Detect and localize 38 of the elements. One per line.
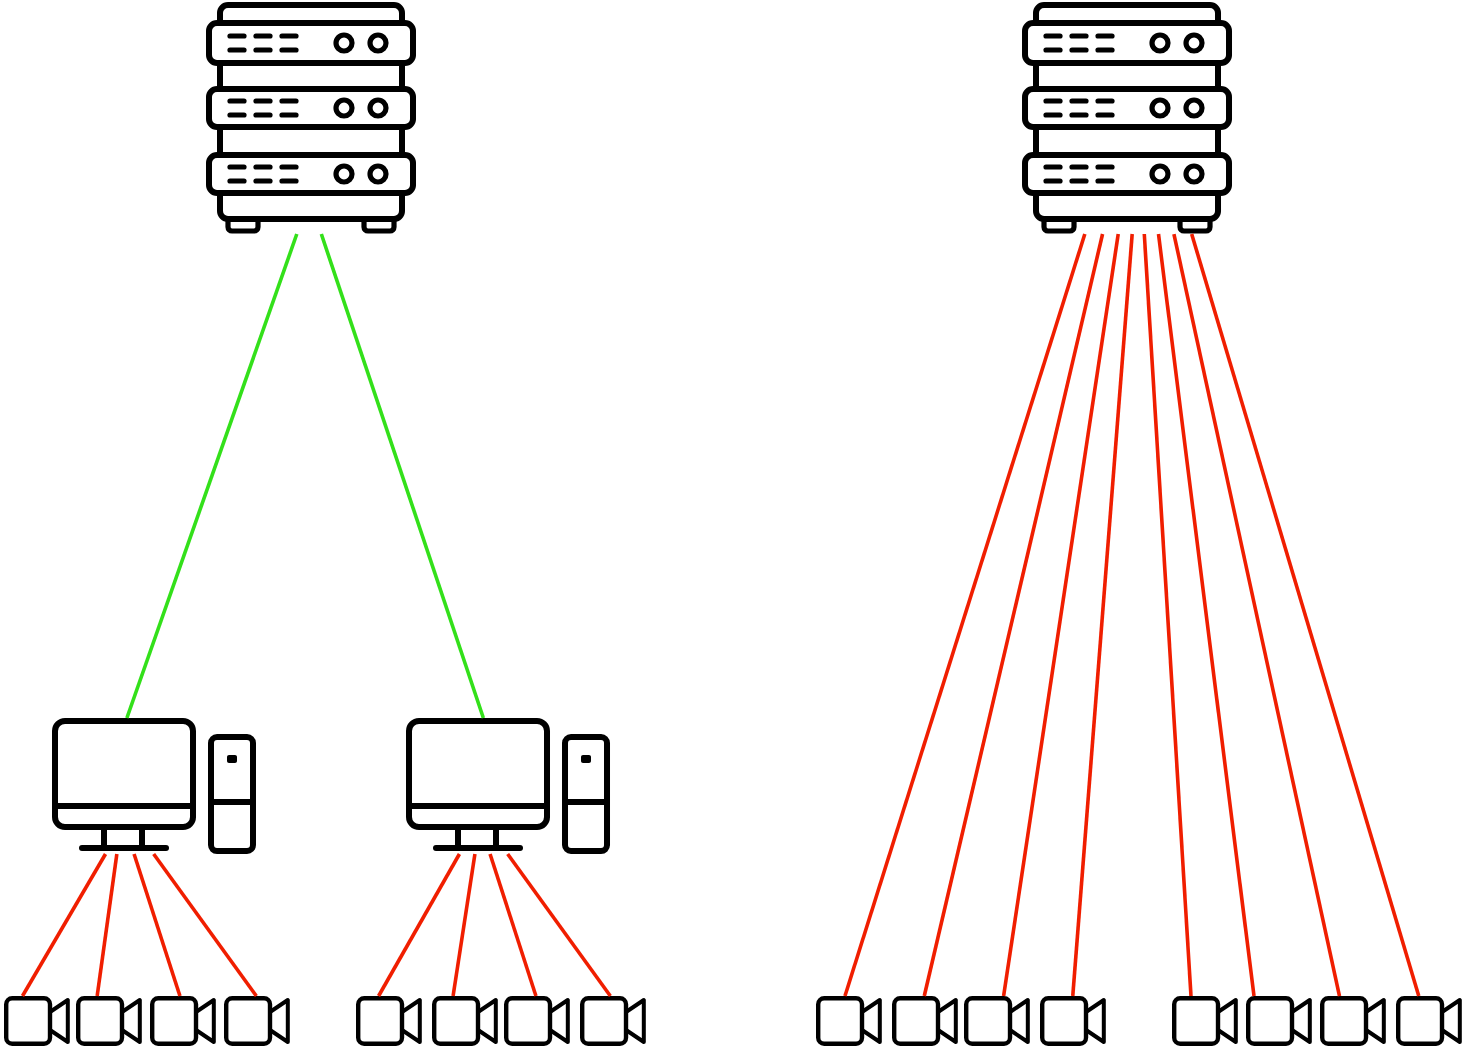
camera-icon: [892, 996, 958, 1046]
connection-line: [1001, 233, 1120, 997]
camera-icon: [580, 996, 646, 1046]
camera-icon: [1246, 996, 1312, 1046]
camera-icon: [1396, 996, 1462, 1046]
connection-line: [1142, 233, 1193, 997]
connection-line: [843, 233, 1087, 997]
camera-icon: [4, 996, 70, 1046]
camera-icon: [816, 996, 882, 1046]
camera-icon: [432, 996, 498, 1046]
connection-line: [922, 233, 1105, 997]
camera-icon: [1320, 996, 1386, 1046]
camera-icon: [76, 996, 142, 1046]
camera-icon: [504, 996, 570, 1046]
connection-line: [132, 853, 182, 997]
connection-line: [152, 852, 258, 998]
connection-line: [1172, 233, 1342, 997]
camera-icon: [1172, 996, 1238, 1046]
server-icon: [206, 2, 416, 234]
connection-line: [1189, 233, 1421, 997]
computer-icon: [406, 718, 610, 854]
computer-icon: [52, 718, 256, 854]
connection-line: [506, 852, 612, 998]
connection-line: [377, 853, 461, 997]
connection-line: [20, 853, 108, 997]
server-icon: [1022, 2, 1232, 234]
camera-icon: [150, 996, 216, 1046]
camera-icon: [224, 996, 290, 1046]
connection-line: [1156, 233, 1256, 997]
connection-line: [125, 233, 299, 719]
connection-line: [451, 853, 477, 997]
connection-line: [319, 233, 486, 719]
connection-line: [1070, 233, 1134, 997]
camera-icon: [964, 996, 1030, 1046]
camera-icon: [356, 996, 422, 1046]
connection-line: [95, 853, 119, 997]
camera-icon: [1040, 996, 1106, 1046]
connection-line: [488, 853, 538, 997]
